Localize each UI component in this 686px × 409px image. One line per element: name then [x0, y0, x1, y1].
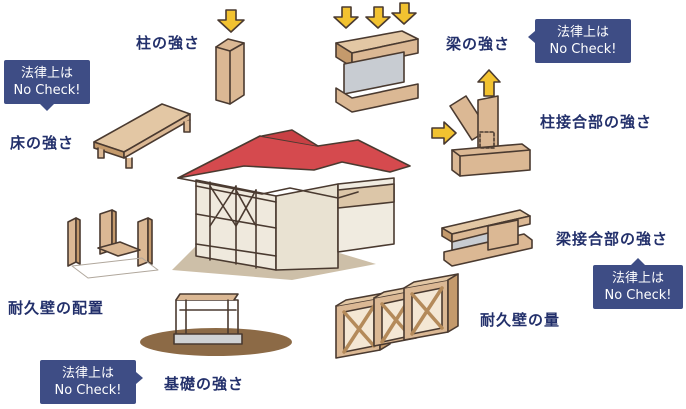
- badge-line2: No Check!: [549, 42, 617, 57]
- badge-tail: [528, 31, 535, 43]
- column-joint-icon: [431, 69, 531, 177]
- label-column-joint-strength: 柱接合部の強さ: [540, 113, 653, 131]
- house-icon: [172, 129, 411, 280]
- badge-line1: 法律上は: [20, 66, 73, 81]
- label-shear-wall-amount: 耐久壁の量: [480, 311, 561, 329]
- no-check-badge-beam: 法律上は No Check!: [528, 19, 631, 63]
- shear-wall-amount-icon: [335, 273, 459, 359]
- beam-joint-icon: [441, 209, 533, 267]
- pillar-icon: [215, 9, 245, 105]
- beam-icon: [333, 2, 419, 113]
- label-floor-strength: 床の強さ: [10, 134, 75, 152]
- no-check-badge-floor: 法律上は No Check!: [4, 60, 90, 111]
- shear-wall-layout-icon: [67, 209, 159, 279]
- badge-line2: No Check!: [13, 83, 81, 98]
- badge-line2: No Check!: [604, 288, 672, 303]
- label-foundation-strength: 基礎の強さ: [164, 375, 245, 393]
- badge-line1: 法律上は: [556, 25, 609, 40]
- badge-line1: 法律上は: [611, 271, 664, 286]
- badge-tail: [631, 258, 645, 265]
- badge-tail: [136, 372, 143, 384]
- badge-line2: No Check!: [54, 383, 122, 398]
- badge-line1: 法律上は: [61, 366, 114, 381]
- floor-icon: [93, 103, 191, 169]
- label-shear-wall-layout: 耐久壁の配置: [8, 299, 105, 317]
- badge-tail: [40, 104, 54, 111]
- foundation-icon: [140, 293, 292, 356]
- label-beam-joint-strength: 梁接合部の強さ: [556, 230, 669, 248]
- label-beam-strength: 梁の強さ: [446, 35, 511, 53]
- no-check-badge-foundation: 法律上は No Check!: [40, 360, 143, 404]
- no-check-badge-beam-joint: 法律上は No Check!: [593, 258, 683, 309]
- label-pillar-strength: 柱の強さ: [136, 34, 201, 52]
